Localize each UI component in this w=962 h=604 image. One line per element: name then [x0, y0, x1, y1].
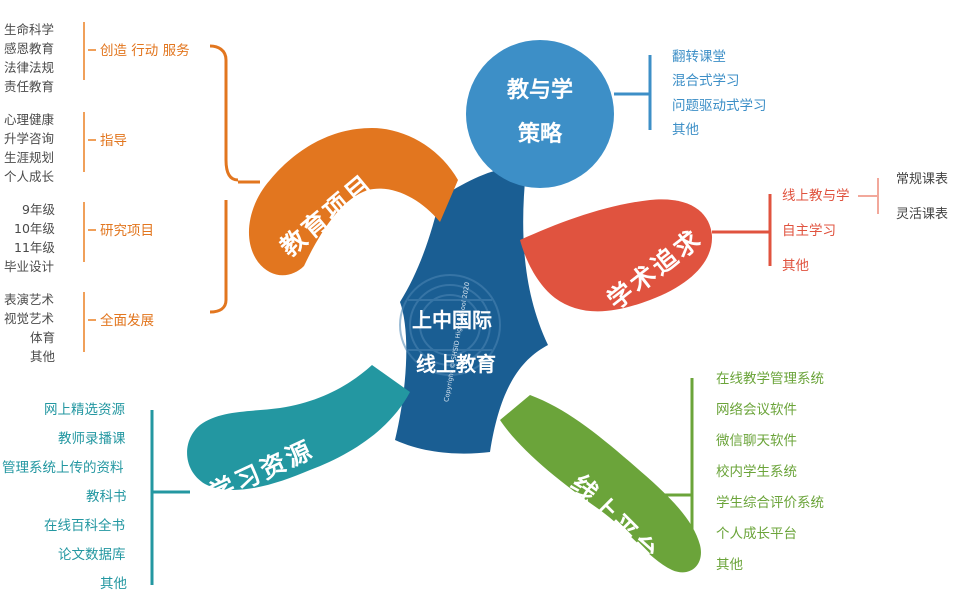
strategy-item: 混合式学习 [672, 73, 740, 89]
resource-item: 论文数据库 [58, 547, 126, 563]
education-projects-band [248, 128, 458, 276]
academic-bracket [712, 194, 772, 266]
academic-sub-bracket [858, 178, 879, 214]
education-group-title: 全面发展 [100, 313, 154, 329]
resource-item: 教师录播课 [58, 431, 126, 447]
education-group-item: 10年级 [14, 221, 55, 236]
education-sub-brackets [83, 22, 96, 352]
resources-bracket [150, 410, 190, 585]
education-group-item: 毕业设计 [4, 259, 55, 274]
strategy-item: 问题驱动式学习 [672, 98, 767, 114]
academic-sub-item: 灵活课表 [896, 207, 949, 222]
strategy-circle [466, 40, 614, 188]
education-group-item: 生涯规划 [4, 150, 55, 165]
education-group-item: 心理健康 [4, 112, 55, 127]
academic-sub-item: 常规课表 [896, 172, 949, 187]
education-group-item: 表演艺术 [4, 292, 55, 307]
resource-item: 其他 [100, 576, 127, 592]
education-group-title: 指导 [100, 133, 127, 149]
strategy-item: 其他 [672, 122, 699, 138]
resource-item: 网上精选资源 [44, 402, 125, 418]
education-group-item: 其他 [30, 349, 56, 364]
center-title-line1: 上中国际 [412, 308, 492, 332]
education-group-item: 11年级 [14, 240, 55, 255]
education-group-item: 视觉艺术 [4, 311, 55, 326]
education-group-item: 个人成长 [4, 169, 55, 184]
strategy-item: 翻转课堂 [672, 49, 726, 65]
platform-item: 个人成长平台 [716, 526, 797, 542]
platform-item: 学生综合评价系统 [716, 495, 824, 511]
academic-band [520, 199, 713, 312]
platforms-band [500, 395, 701, 573]
strategy-title-line1: 教与学 [506, 78, 573, 103]
education-group-item: 体育 [30, 330, 56, 345]
education-group-title: 研究项目 [100, 223, 154, 239]
education-main-bracket [209, 44, 260, 314]
academic-item: 线上教与学 [782, 188, 850, 204]
resources-band [187, 365, 410, 490]
strategy-bracket [614, 55, 652, 130]
center-pattern [399, 274, 501, 376]
education-group-item: 感恩教育 [4, 41, 55, 56]
platform-item: 微信聊天软件 [716, 433, 797, 449]
academic-item: 其他 [782, 258, 809, 274]
education-group-item: 升学咨询 [4, 131, 55, 146]
platform-item: 在线教学管理系统 [716, 371, 824, 387]
education-group-item: 生命科学 [4, 22, 55, 37]
platform-item: 网络会议软件 [716, 402, 797, 418]
education-group-item: 责任教育 [4, 79, 55, 94]
resource-item: 在线百科全书 [44, 518, 125, 534]
center-title-line2: 线上教育 [416, 352, 496, 376]
platform-item: 其他 [716, 557, 743, 573]
resource-item: 管理系统上传的资料 [2, 460, 124, 476]
academic-item: 自主学习 [782, 223, 836, 239]
platform-item: 校内学生系统 [716, 464, 797, 480]
resource-item: 教科书 [86, 489, 127, 505]
strategy-title-line2: 策略 [517, 122, 562, 147]
platforms-bracket [650, 378, 694, 565]
center-body-shape [395, 168, 548, 454]
education-group-item: 9年级 [22, 202, 55, 217]
education-group-item: 法律法规 [4, 60, 55, 75]
education-group-title: 创造 行动 服务 [100, 43, 190, 59]
